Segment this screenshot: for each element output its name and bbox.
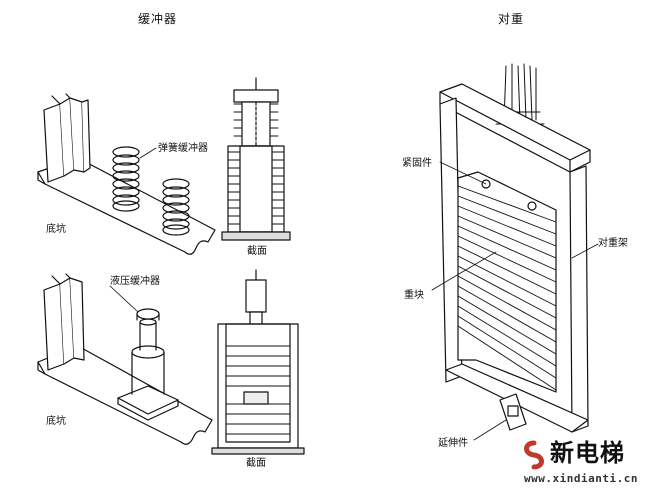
spring-buffer-drawing xyxy=(37,93,216,255)
brand-name: 新电梯 xyxy=(550,439,625,467)
brand-url: www.xindianti.cn xyxy=(524,472,638,485)
section-label-top: 截面 xyxy=(247,246,267,257)
counterweight-drawing xyxy=(431,63,599,441)
hydraulic-buffer-label: 液压缓冲器 xyxy=(110,276,160,287)
pit-label-top: 底坑 xyxy=(46,224,66,235)
frame-label: 对重架 xyxy=(598,238,628,249)
spring-buffer-label: 弹簧缓冲器 xyxy=(158,143,208,154)
buffer-title: 缓冲器 xyxy=(138,12,178,26)
extension-label: 延伸件 xyxy=(438,438,468,449)
hydraulic-buffer-drawing xyxy=(37,273,213,445)
spring-buffer-section xyxy=(221,77,291,241)
brand-watermark: 新电梯 www.xindianti.cn xyxy=(520,438,650,496)
section-label-bottom: 截面 xyxy=(246,458,266,469)
spring-coil-left xyxy=(112,146,140,212)
leader-lines-left xyxy=(109,147,157,313)
hydraulic-buffer-section xyxy=(211,269,305,455)
spring-coil-right xyxy=(162,178,190,236)
fastener-label: 紧固件 xyxy=(402,158,432,169)
counterweight-title: 对重 xyxy=(498,12,525,26)
pit-label-bottom: 底坑 xyxy=(46,416,66,427)
brand-logo-icon xyxy=(524,440,544,470)
weight-block-label: 重块 xyxy=(404,290,424,301)
